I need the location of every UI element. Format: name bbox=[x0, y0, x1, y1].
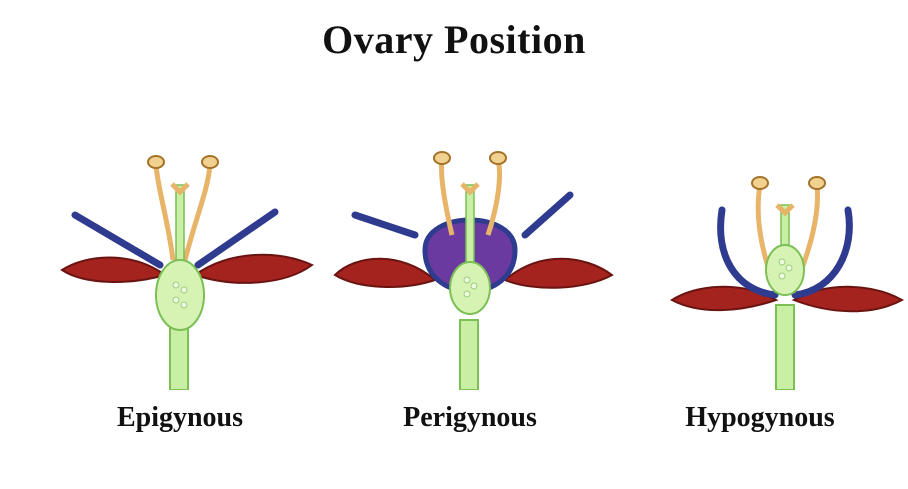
hypogynous-flower-illustration bbox=[610, 140, 908, 390]
diagram-title: Ovary Position bbox=[0, 16, 908, 63]
epigynous-flower-illustration bbox=[30, 140, 330, 390]
perigynous-flower-diagram bbox=[320, 140, 620, 390]
epigynous-flower-diagram bbox=[30, 140, 330, 390]
hypogynous-flower-diagram bbox=[610, 140, 908, 390]
perigynous-label: Perigynous bbox=[320, 402, 620, 434]
perigynous-flower-illustration bbox=[320, 140, 620, 390]
hypogynous-label: Hypogynous bbox=[610, 402, 908, 434]
epigynous-label: Epigynous bbox=[30, 402, 330, 434]
